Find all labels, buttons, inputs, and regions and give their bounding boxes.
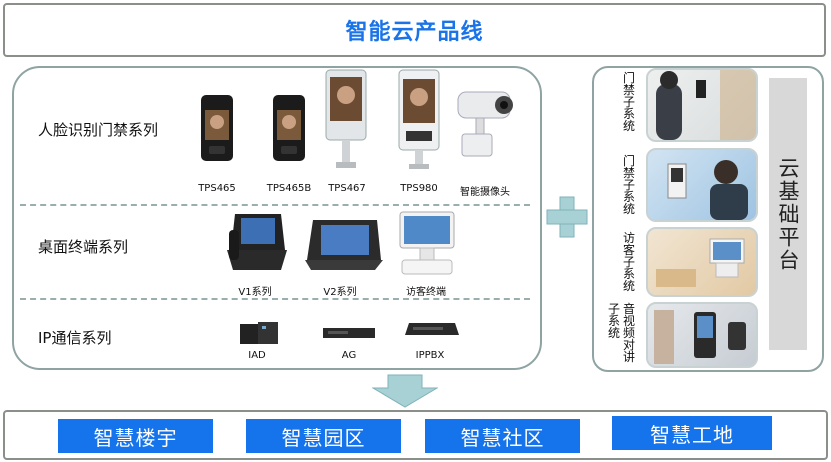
row-label-ip-communication: IP通信系列 [38,329,112,347]
cloud-platform-strip: 云基础平台 [769,78,807,350]
product-caption-tps467: TPS467 [328,183,366,194]
access-control-photo [646,148,758,222]
product-caption-iad: IAD [248,350,266,361]
cloud-platform-label: 云基础平台 [776,156,800,272]
ag-device-image [323,328,375,338]
solution-smart-community: 智慧社区 [425,419,580,453]
down-arrow-icon [372,374,438,408]
row-label-face-recognition: 人脸识别门禁系列 [38,121,159,139]
product-caption-visitor-terminal: 访客终端 [406,287,446,298]
row-label-desktop-terminal: 桌面终端系列 [38,238,129,256]
visitor-photo [646,227,758,297]
product-caption-tps980: TPS980 [400,183,438,194]
product-caption-smart-camera: 智能摄像头 [460,187,510,198]
row-divider [20,298,530,300]
page-title: 智能云产品线 [345,20,484,45]
product-caption-tps465: TPS465 [198,183,236,194]
iad-device-image [240,322,278,344]
plus-connector-icon [546,196,588,238]
av-intercom-photo [646,302,758,368]
subsystem-label-access-control: 门禁子系统 [622,71,635,133]
product-caption-tps465b: TPS465B [266,183,312,194]
product-caption-ippbx: IPPBX [415,350,445,361]
tps467-device-image [325,69,367,168]
ippbx-device-image [405,323,459,335]
tps465-device-image [201,95,233,161]
v1-series-device-image [227,214,287,270]
subsystem-label-av-intercom-suffix: 子系统 [607,302,620,340]
solution-smart-building: 智慧楼宇 [58,419,213,453]
solution-smart-construction-site: 智慧工地 [612,416,772,450]
access-control-photo [646,68,758,142]
title-bar: 智能云产品线 [3,3,826,57]
tps980-device-image [398,69,440,169]
visitor-terminal-image [399,211,455,275]
row-divider [20,204,530,206]
smart-camera-image [457,91,513,157]
tps465b-device-image [273,95,305,161]
product-caption-v1: V1系列 [238,287,272,298]
product-caption-v2: V2系列 [323,287,357,298]
subsystem-label-visitor: 访客子系统 [622,231,635,293]
subsystem-label-av-intercom: 音视频对讲 [622,302,635,364]
product-caption-ag: AG [341,350,357,361]
solution-smart-park: 智慧园区 [246,419,401,453]
subsystem-label-access-control: 门禁子系统 [622,154,635,216]
v2-series-device-image [305,220,383,270]
